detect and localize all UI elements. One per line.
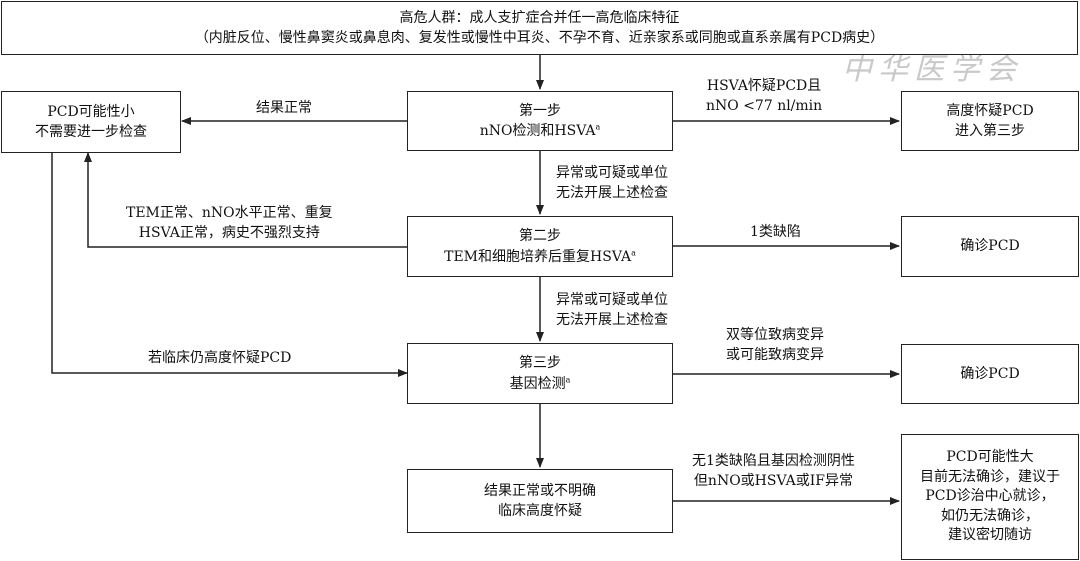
low-probability-box: PCD可能性小 不需要进一步检查 (1, 91, 181, 153)
step2-desc: TEM和细胞培养后重复HSVAa (444, 247, 636, 267)
label-hsva-line1: HSVA怀疑PCD且 (706, 78, 822, 94)
label-abnormal-1-line1: 异常或可疑或单位 (556, 165, 668, 181)
confirmed-pcd-box-2: 确诊PCD (901, 344, 1079, 404)
step1-desc-text: nNO检测和HSVA (479, 123, 596, 139)
step2-desc-text: TEM和细胞培养后重复HSVA (444, 248, 632, 265)
low-probability-line2: 不需要进一步检查 (35, 124, 147, 140)
watermark: 中华医学会 (842, 52, 1022, 87)
likely-pcd-box: PCD可能性大 目前无法确诊，建议于 PCD诊治中心就诊， 如仍无法确诊， 建议… (901, 434, 1079, 560)
step2-footnote: a (631, 247, 636, 257)
high-risk-title: 高危人群：成人支扩症合并任一高危临床特征 (399, 9, 680, 26)
label-result-normal: 结果正常 (256, 100, 312, 116)
unclear-result-line2: 临床高度怀疑 (498, 503, 582, 519)
step3-box: 第三步 基因检测a (407, 343, 673, 404)
confirmed-pcd-1-text: 确诊PCD (960, 238, 1020, 255)
step3-title: 第三步 (519, 355, 561, 372)
confirmed-pcd-2-text: 确诊PCD (960, 365, 1020, 382)
label-no-defect-line1: 无1类缺陷且基因检测阴性 (692, 453, 855, 469)
label-hsva-suspect: HSVA怀疑PCD且 nNO <77 nl/min (706, 76, 822, 117)
step3-desc: 基因检测a (510, 374, 571, 394)
step3-desc-text: 基因检测 (509, 375, 566, 392)
likely-pcd-line1: PCD可能性大 (946, 449, 1034, 466)
label-abnormal-2: 异常或可疑或单位 无法开展上述检查 (556, 290, 668, 331)
unclear-result-line1: 结果正常或不明确 (484, 482, 596, 499)
step2-box: 第二步 TEM和细胞培养后重复HSVAa (407, 216, 673, 277)
label-abnormal-1: 异常或可疑或单位 无法开展上述检查 (556, 163, 668, 204)
label-hsva-line2: nNO <77 nl/min (706, 98, 823, 115)
suspect-pcd-box: 高度怀疑PCD 进入第三步 (901, 91, 1079, 151)
confirmed-pcd-box-1: 确诊PCD (901, 216, 1079, 277)
label-biallelic-line2: 或可能致病变异 (726, 347, 824, 364)
label-no-defect-line2: 但nNO或HSVA或IF异常 (693, 473, 853, 490)
arrow-left-to-step3 (51, 153, 408, 377)
step1-box: 第一步 nNO检测和HSVAa (407, 91, 673, 151)
label-tem-normal: TEM正常、nNO水平正常、重复 HSVA正常，病史不强烈支持 (126, 203, 333, 244)
label-abnormal-2-line1: 异常或可疑或单位 (556, 292, 668, 308)
likely-pcd-line3: PCD诊治中心就诊， (925, 488, 1055, 505)
suspect-pcd-line1: 高度怀疑PCD (946, 102, 1034, 119)
step3-footnote: a (565, 374, 571, 384)
likely-pcd-line4: 如仍无法确诊， (941, 507, 1039, 524)
arrow-step2-to-left (84, 152, 407, 248)
likely-pcd-line5: 建议密切随访 (948, 527, 1032, 544)
label-abnormal-2-line2: 无法开展上述检查 (556, 312, 668, 329)
high-risk-subtitle: （内脏反位、慢性鼻窦炎或鼻息肉、复发性或慢性中耳炎、不孕不育、近亲家系或同胞或直… (194, 30, 885, 46)
label-clinical-suspect: 若临床仍高度怀疑PCD (148, 350, 292, 366)
label-biallelic-line1: 双等位致病变异 (726, 327, 824, 343)
label-class1-defect: 1类缺陷 (750, 224, 801, 240)
label-abnormal-1-line2: 无法开展上述检查 (556, 185, 668, 202)
label-tem-line2: HSVA正常，病史不强烈支持 (138, 225, 320, 242)
label-biallelic: 双等位致病变异 或可能致病变异 (726, 325, 824, 366)
likely-pcd-line2: 目前无法确诊，建议于 (920, 468, 1060, 485)
step2-title: 第二步 (519, 228, 561, 245)
high-risk-box: 高危人群：成人支扩症合并任一高危临床特征 （内脏反位、慢性鼻窦炎或鼻息肉、复发性… (1, 1, 1078, 55)
step1-desc: nNO检测和HSVAa (480, 121, 601, 141)
unclear-result-box: 结果正常或不明确 临床高度怀疑 (407, 469, 673, 533)
label-no-defect: 无1类缺陷且基因检测阴性 但nNO或HSVA或IF异常 (692, 451, 855, 492)
step1-title: 第一步 (519, 102, 561, 119)
step1-footnote: a (595, 122, 601, 132)
low-probability-line1: PCD可能性小 (47, 103, 135, 120)
suspect-pcd-line2: 进入第三步 (955, 123, 1025, 139)
label-tem-line1: TEM正常、nNO水平正常、重复 (126, 205, 333, 221)
